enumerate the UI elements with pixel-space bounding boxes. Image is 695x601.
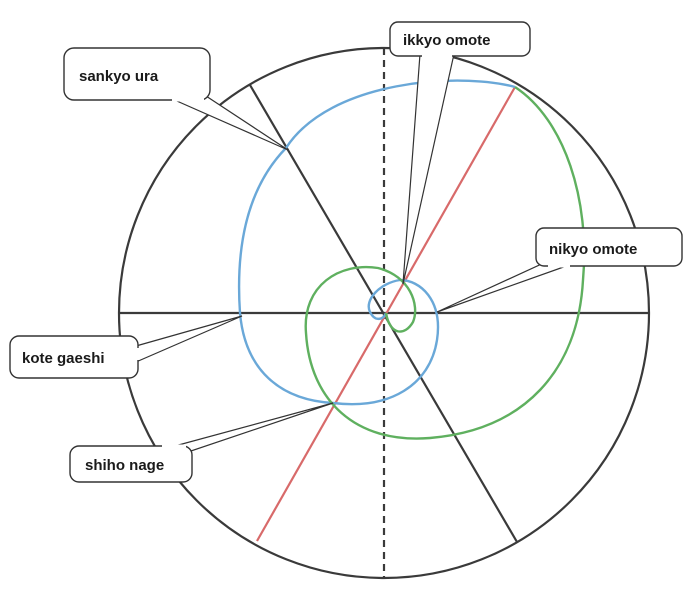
callout-text-shiho-nage: shiho nage	[85, 457, 164, 474]
callout-nikyo-omote: nikyo omote	[436, 227, 683, 313]
callout-shiho-nage: shiho nage	[69, 402, 334, 483]
blue-spiral	[237, 79, 516, 406]
callout-kote-gaeshi: kote gaeshi	[9, 315, 243, 379]
callout-text-nikyo-omote: nikyo omote	[549, 241, 637, 258]
callout-sankyo-ura: sankyo ura	[63, 47, 289, 151]
callout-text-kote-gaeshi: kote gaeshi	[22, 350, 105, 367]
callout-ikkyo-omote: ikkyo omote	[389, 21, 531, 285]
callout-text-sankyo-ura: sankyo ura	[79, 68, 159, 85]
diagonal-line	[249, 84, 518, 543]
callout-text-ikkyo-omote: ikkyo omote	[403, 32, 491, 49]
